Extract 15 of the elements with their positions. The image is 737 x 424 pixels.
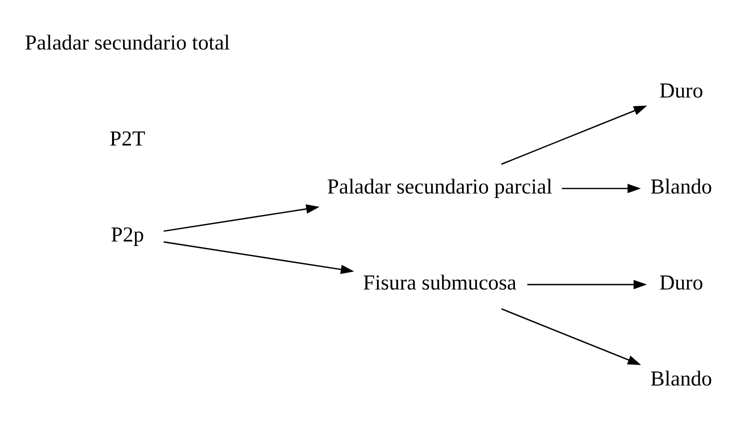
arrow bbox=[163, 240, 354, 274]
arrow bbox=[526, 279, 646, 289]
node-text: Duro bbox=[658, 78, 703, 102]
node-text: Blando bbox=[650, 174, 712, 198]
node-text: Paladar secundario parcial bbox=[326, 174, 552, 198]
arrow bbox=[561, 183, 640, 193]
node-text: Duro bbox=[658, 270, 703, 294]
label: Paladar secundario total bbox=[24, 30, 230, 54]
arrow bbox=[163, 204, 320, 232]
node-text: Fisura submucosa bbox=[362, 270, 516, 294]
node-text: Blando bbox=[650, 366, 712, 390]
label: P2T bbox=[109, 126, 145, 150]
node-text: P2p bbox=[110, 222, 144, 246]
arrow bbox=[500, 308, 641, 364]
arrow bbox=[500, 105, 647, 164]
